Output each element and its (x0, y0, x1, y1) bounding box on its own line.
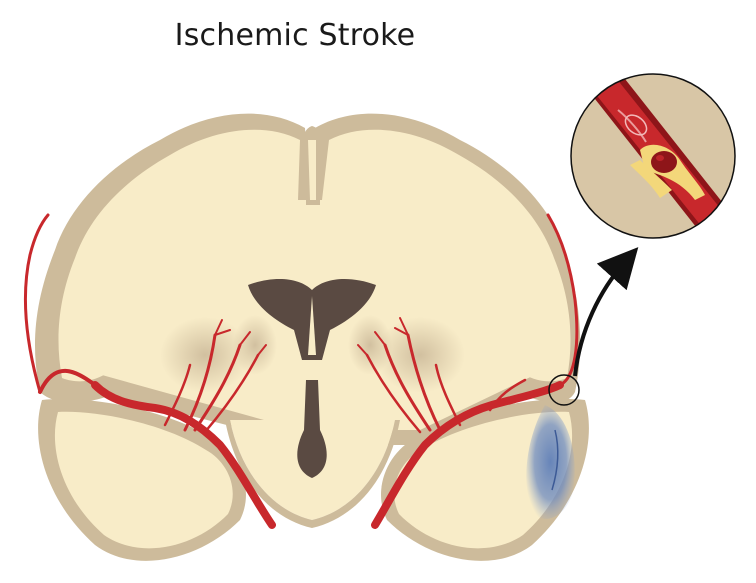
left-carotid-artery (91, 381, 276, 529)
magnified-vessel-inset (570, 73, 736, 239)
third-ventricle (297, 380, 327, 478)
occlusion-site-marker (548, 374, 580, 406)
right-carotid-artery (371, 381, 564, 529)
basal-ganglia (160, 315, 465, 393)
ventricles (248, 278, 376, 478)
ischemic-area (526, 405, 575, 519)
diagram-title: Ischemic Stroke (174, 18, 416, 53)
zoom-arrow (573, 247, 639, 377)
cerebral-arteries (23, 213, 579, 529)
blood-clot (651, 151, 677, 173)
